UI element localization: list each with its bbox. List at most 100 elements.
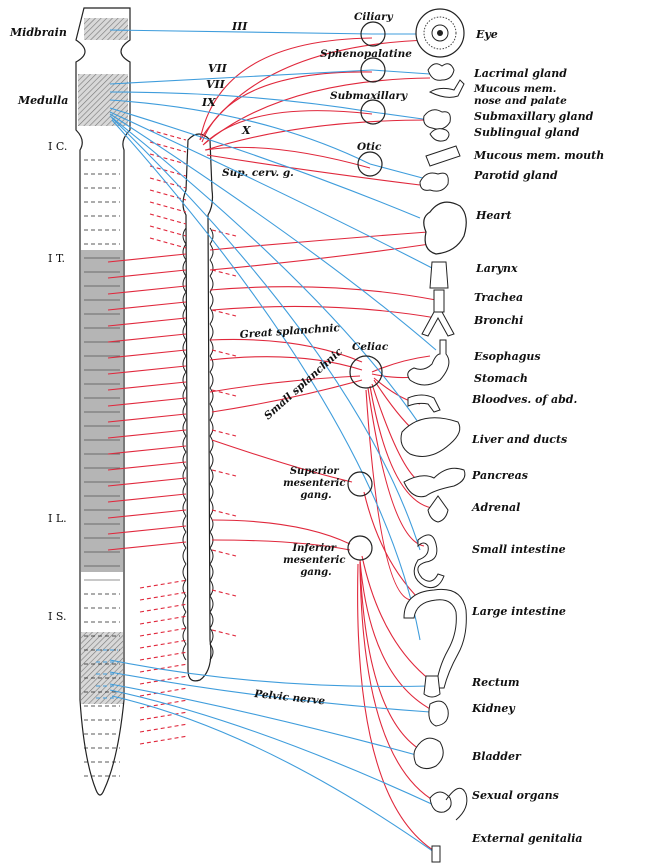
spinal-cord — [75, 7, 131, 796]
label-cn-vii-a: VII — [208, 62, 228, 75]
splanchnic-fiber — [209, 375, 361, 393]
chain-ganglion-left — [182, 435, 187, 453]
midbrain-region — [84, 18, 128, 40]
preganglionic-fiber — [107, 269, 187, 279]
label-cn-x: X — [241, 124, 251, 137]
chain-ganglion-left — [182, 227, 187, 245]
preganglionic-fiber — [107, 253, 187, 263]
label-ciliary: Ciliary — [354, 11, 394, 23]
preganglionic-fiber — [107, 461, 187, 471]
label-adrenal: Adrenal — [471, 501, 520, 514]
chain-ganglion-left — [182, 355, 187, 373]
gray-ramus-fiber — [139, 723, 189, 733]
cervical-sympathetic-fiber — [199, 37, 373, 141]
chain-ganglion-left — [182, 387, 187, 405]
bronchi-drawing — [421, 311, 455, 337]
label-bloodvessels: Bloodves. of abd. — [471, 393, 577, 406]
label-small-intestine: Small intestine — [472, 543, 566, 556]
stomach-drawing — [407, 339, 450, 386]
pelvic-parasympathetic-fiber — [109, 689, 437, 807]
chain-ganglion-right — [209, 387, 214, 405]
chain-ganglion-right — [209, 291, 214, 309]
preganglionic-fiber — [107, 445, 187, 455]
liver-drawing — [400, 417, 461, 457]
cranial-parasympathetic-fiber — [371, 111, 431, 121]
gray-ramus-fiber — [139, 579, 189, 589]
cervical-sympathetic-fiber — [199, 39, 431, 141]
medulla-region — [78, 74, 128, 126]
chain-ganglion-left — [182, 483, 187, 501]
postganglionic-visceral-fiber — [361, 555, 431, 681]
chain-ganglion-left — [182, 595, 187, 613]
heart-drawing — [423, 201, 467, 255]
chain-ganglion-right — [209, 323, 214, 341]
chain-ganglion-left — [182, 451, 187, 469]
chain-ganglion-right — [209, 515, 214, 533]
nose-mucosa-drawing — [428, 79, 465, 98]
cranial-parasympathetic-fiber — [111, 119, 421, 641]
label-sphenopalatine: Sphenopalatine — [320, 48, 412, 60]
pelvic-parasympathetic-fiber — [109, 683, 421, 757]
gray-ramus-fiber — [139, 627, 189, 637]
label-parotid-gland: Parotid gland — [473, 169, 558, 182]
postganglionic-dashed — [211, 629, 237, 637]
label-larynx: Larynx — [475, 262, 518, 275]
postganglionic-visceral-fiber — [369, 385, 433, 509]
peripheral-ganglia — [347, 21, 386, 561]
chain-ganglion-right — [209, 259, 214, 277]
chain-ganglion-right — [209, 595, 214, 613]
submaxillary-gland-drawing — [423, 109, 451, 130]
label-large-intestine: Large intestine — [471, 605, 566, 618]
gray-ramus-fiber — [139, 651, 189, 661]
preganglionic-fiber — [107, 285, 187, 295]
cranial-parasympathetic-fiber — [109, 111, 433, 269]
gray-ramus-fiber — [139, 711, 189, 721]
splanchnic-fiber — [211, 539, 351, 551]
postganglionic-dashed — [211, 469, 237, 477]
sublingual-gland-drawing — [429, 128, 450, 142]
preganglionic-fiber — [107, 381, 187, 391]
thoracolumbar-region — [81, 250, 123, 572]
label-celiac: Celiac — [352, 341, 389, 353]
gray-ramus-fiber — [139, 735, 189, 745]
chain-ganglion-left — [182, 307, 187, 325]
chain-ganglion-right — [209, 371, 214, 389]
bloodvessels-drawing — [407, 394, 441, 413]
label-inferior-mesenteric: Inferior mesenteric gang. — [283, 543, 349, 578]
parotid-gland-drawing — [419, 172, 449, 192]
chain-ganglion-right — [209, 419, 214, 437]
chain-ganglion-right — [209, 275, 214, 293]
sympathetic-fibers — [107, 37, 437, 853]
chain-ganglion-left — [182, 371, 187, 389]
preganglionic-fiber — [107, 301, 187, 311]
label-pancreas: Pancreas — [471, 469, 528, 482]
label-great-splanchnic: Great splanchnic — [239, 322, 340, 341]
thoracic-visceral-fiber — [209, 286, 437, 301]
label-pelvic-nerve: Pelvic nerve — [253, 688, 326, 707]
chain-ganglion-left — [182, 243, 187, 261]
chain-ganglion-left — [182, 563, 187, 581]
sympathetic-trunk — [182, 133, 214, 682]
cranial-parasympathetic-fiber — [369, 163, 431, 181]
chain-ganglion-left — [182, 339, 187, 357]
chain-ganglion-left — [182, 259, 187, 277]
label-lacrimal-gland: Lacrimal gland — [473, 67, 567, 80]
cervical-sympathetic-fiber — [205, 119, 431, 151]
cranial-parasympathetic-fiber — [371, 69, 431, 75]
splanchnic-fiber — [211, 439, 353, 483]
label-esophagus: Esophagus — [473, 350, 541, 363]
chain-ganglion-right — [209, 451, 214, 469]
parasympathetic-fibers — [96, 29, 437, 853]
postganglionic-dashed — [211, 309, 237, 317]
gray-ramus-fiber — [139, 591, 189, 601]
cervical-sympathetic-fiber — [204, 146, 371, 169]
label-cn-ix: IX — [201, 96, 216, 109]
cranial-parasympathetic-fiber — [109, 69, 373, 85]
gray-ramus-fiber — [149, 213, 187, 225]
chain-ganglion-right — [209, 435, 214, 453]
chain-ganglion-right — [209, 643, 214, 661]
preganglionic-fiber — [107, 541, 187, 551]
cranial-parasympathetic-fiber — [109, 99, 371, 165]
gray-ramus-fiber — [139, 639, 189, 649]
label-external-genitalia: External genitalia — [471, 832, 583, 845]
